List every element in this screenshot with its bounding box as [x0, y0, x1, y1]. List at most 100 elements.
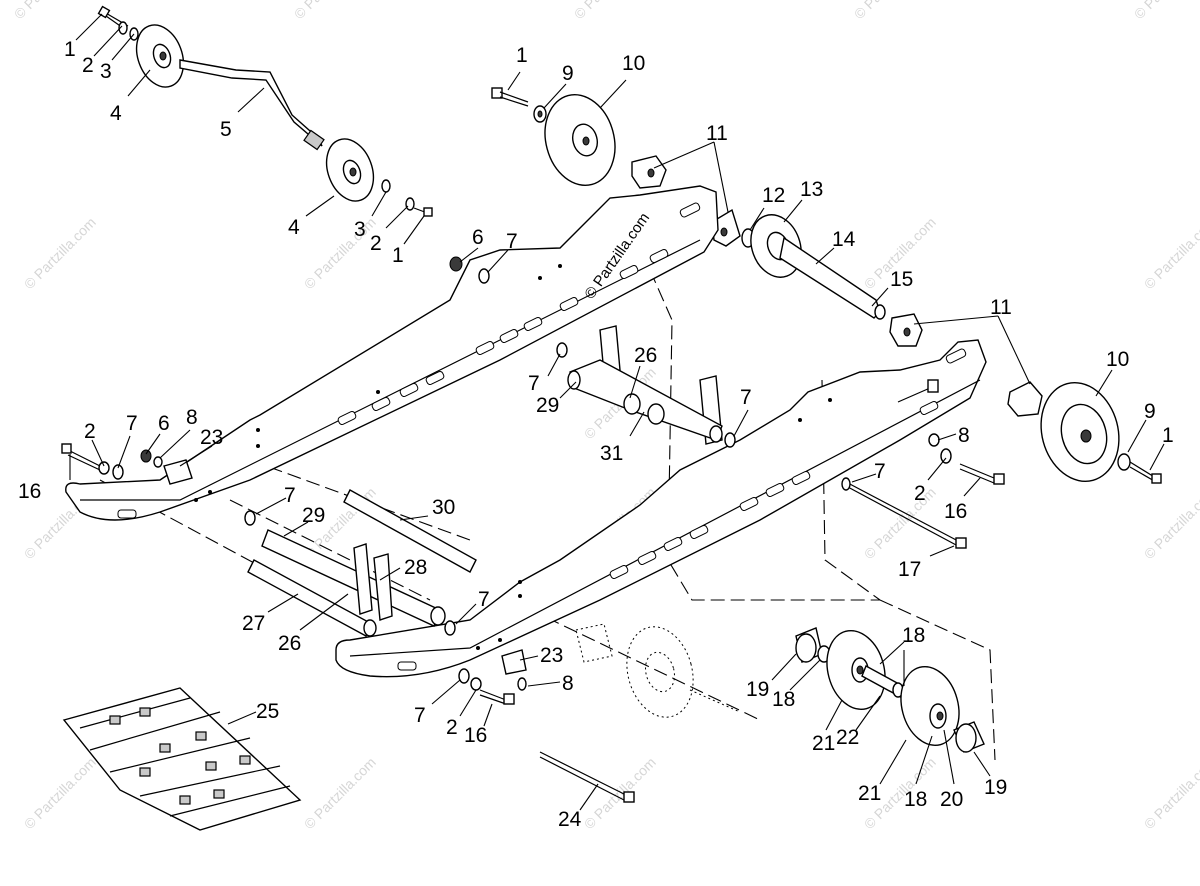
washer [405, 197, 415, 211]
right-slide-rail [335, 339, 987, 678]
watermark-text: © Partzilla.com [21, 754, 99, 832]
callout-label: 10 [1106, 348, 1129, 371]
callout-label: 27 [242, 612, 265, 635]
callout-label: 14 [832, 228, 856, 251]
callout-label: 9 [562, 62, 574, 85]
callout-label: 19 [984, 776, 1007, 799]
callout-label: 19 [746, 678, 769, 701]
washer [1117, 453, 1131, 471]
leader-lines [69, 13, 1165, 811]
callout-label: 21 [858, 782, 881, 805]
callout-label: 16 [464, 724, 487, 747]
callout-label: 2 [82, 54, 94, 77]
phantom-idler-wheel [575, 623, 741, 718]
front-fasteners [61, 443, 193, 485]
callout-label: 10 [622, 52, 645, 75]
callout-label: 18 [904, 788, 927, 811]
callout-label: 23 [540, 644, 563, 667]
callout-label: 1 [516, 44, 528, 67]
callout-label: 4 [110, 102, 122, 125]
callout-label: 29 [302, 504, 325, 527]
callout-label: 4 [288, 216, 300, 239]
callout-label: 18 [772, 688, 795, 711]
watermark-text: © Partzilla.com [851, 0, 929, 22]
callout-label: 20 [940, 788, 963, 811]
spacer-bushing [953, 721, 985, 753]
mid-fasteners [449, 256, 490, 284]
right-idler-assembly [1040, 382, 1162, 484]
callout-label: 16 [944, 500, 967, 523]
callout-label: 21 [812, 732, 835, 755]
callout-label: 7 [874, 460, 886, 483]
idler-wheel-large [544, 94, 616, 186]
callout-label: 13 [800, 178, 823, 201]
bottom-fasteners [458, 649, 635, 803]
callout-label: 3 [100, 60, 112, 83]
callout-label: 6 [472, 226, 484, 249]
washer [724, 432, 736, 448]
callout-label: 3 [354, 218, 366, 241]
axle-sleeve [303, 129, 325, 151]
pivot-block [711, 208, 741, 247]
watermark-text: © Partzilla.com [571, 0, 649, 22]
callout-label: 31 [600, 442, 623, 465]
callout-label: 11 [706, 122, 728, 145]
callout-label: 2 [370, 232, 382, 255]
callout-label: 8 [958, 424, 970, 447]
callout-label: 1 [392, 244, 404, 267]
pivot-block [889, 313, 923, 347]
watermark-text: © Partzilla.com [1141, 214, 1200, 292]
callout-label: 7 [284, 484, 296, 507]
callout-label: 6 [158, 412, 170, 435]
callout-label: 28 [404, 556, 427, 579]
bolt [491, 87, 529, 107]
callout-label: 7 [478, 588, 490, 611]
callout-label: 7 [414, 704, 426, 727]
callout-labels: 1 2 3 4 5 4 3 2 1 1 9 10 11 12 13 14 15 … [18, 38, 1174, 831]
front-axle-assembly [97, 5, 433, 217]
watermark-text: © Partzilla.com [21, 214, 99, 292]
idler-wheel-small [826, 629, 886, 711]
watermark-text: © Partzilla.com [301, 754, 379, 832]
idler-wheel [325, 138, 375, 202]
callout-label: 18 [902, 624, 925, 647]
callout-label: 2 [84, 420, 96, 443]
callout-label: 2 [446, 716, 458, 739]
callout-label: 22 [836, 726, 859, 749]
center-torque-arm [556, 325, 736, 448]
pivot-block [1007, 381, 1043, 417]
bolt [413, 207, 433, 217]
pivot-block [631, 155, 667, 189]
callout-label: 1 [1162, 424, 1174, 447]
rear-axle-assembly [741, 214, 886, 320]
watermark-text: © Partzilla.com [1141, 484, 1200, 562]
callout-label: 12 [762, 184, 785, 207]
washer [381, 179, 391, 193]
washer [556, 342, 568, 358]
callout-label: 1 [64, 38, 76, 61]
idler-wheel [135, 24, 185, 88]
washer [444, 620, 456, 636]
bent-axle [179, 59, 323, 147]
watermark-text: © Partzilla.com [11, 0, 89, 22]
callout-label: 8 [562, 672, 574, 695]
watermark-text: © Partzilla.com [291, 0, 369, 22]
callout-label: 5 [220, 118, 232, 141]
callout-label: 30 [432, 496, 455, 519]
rear-wheel [750, 214, 802, 278]
track-section [62, 687, 302, 831]
callout-label: 2 [914, 482, 926, 505]
watermark-text: © Partzilla.com [1141, 754, 1200, 832]
upper-idler-assembly [491, 87, 616, 186]
callout-label: 8 [186, 406, 198, 429]
left-slide-rail [65, 185, 719, 521]
watermark-text: © Partzilla.com [581, 754, 659, 832]
washer [244, 510, 256, 526]
callout-label: 7 [740, 386, 752, 409]
callout-label: 25 [256, 700, 279, 723]
watermark-text: © Partzilla.com [1131, 0, 1200, 22]
callout-label: 16 [18, 480, 41, 503]
idler-wheel-small [900, 665, 960, 747]
callout-label: 24 [558, 808, 582, 831]
